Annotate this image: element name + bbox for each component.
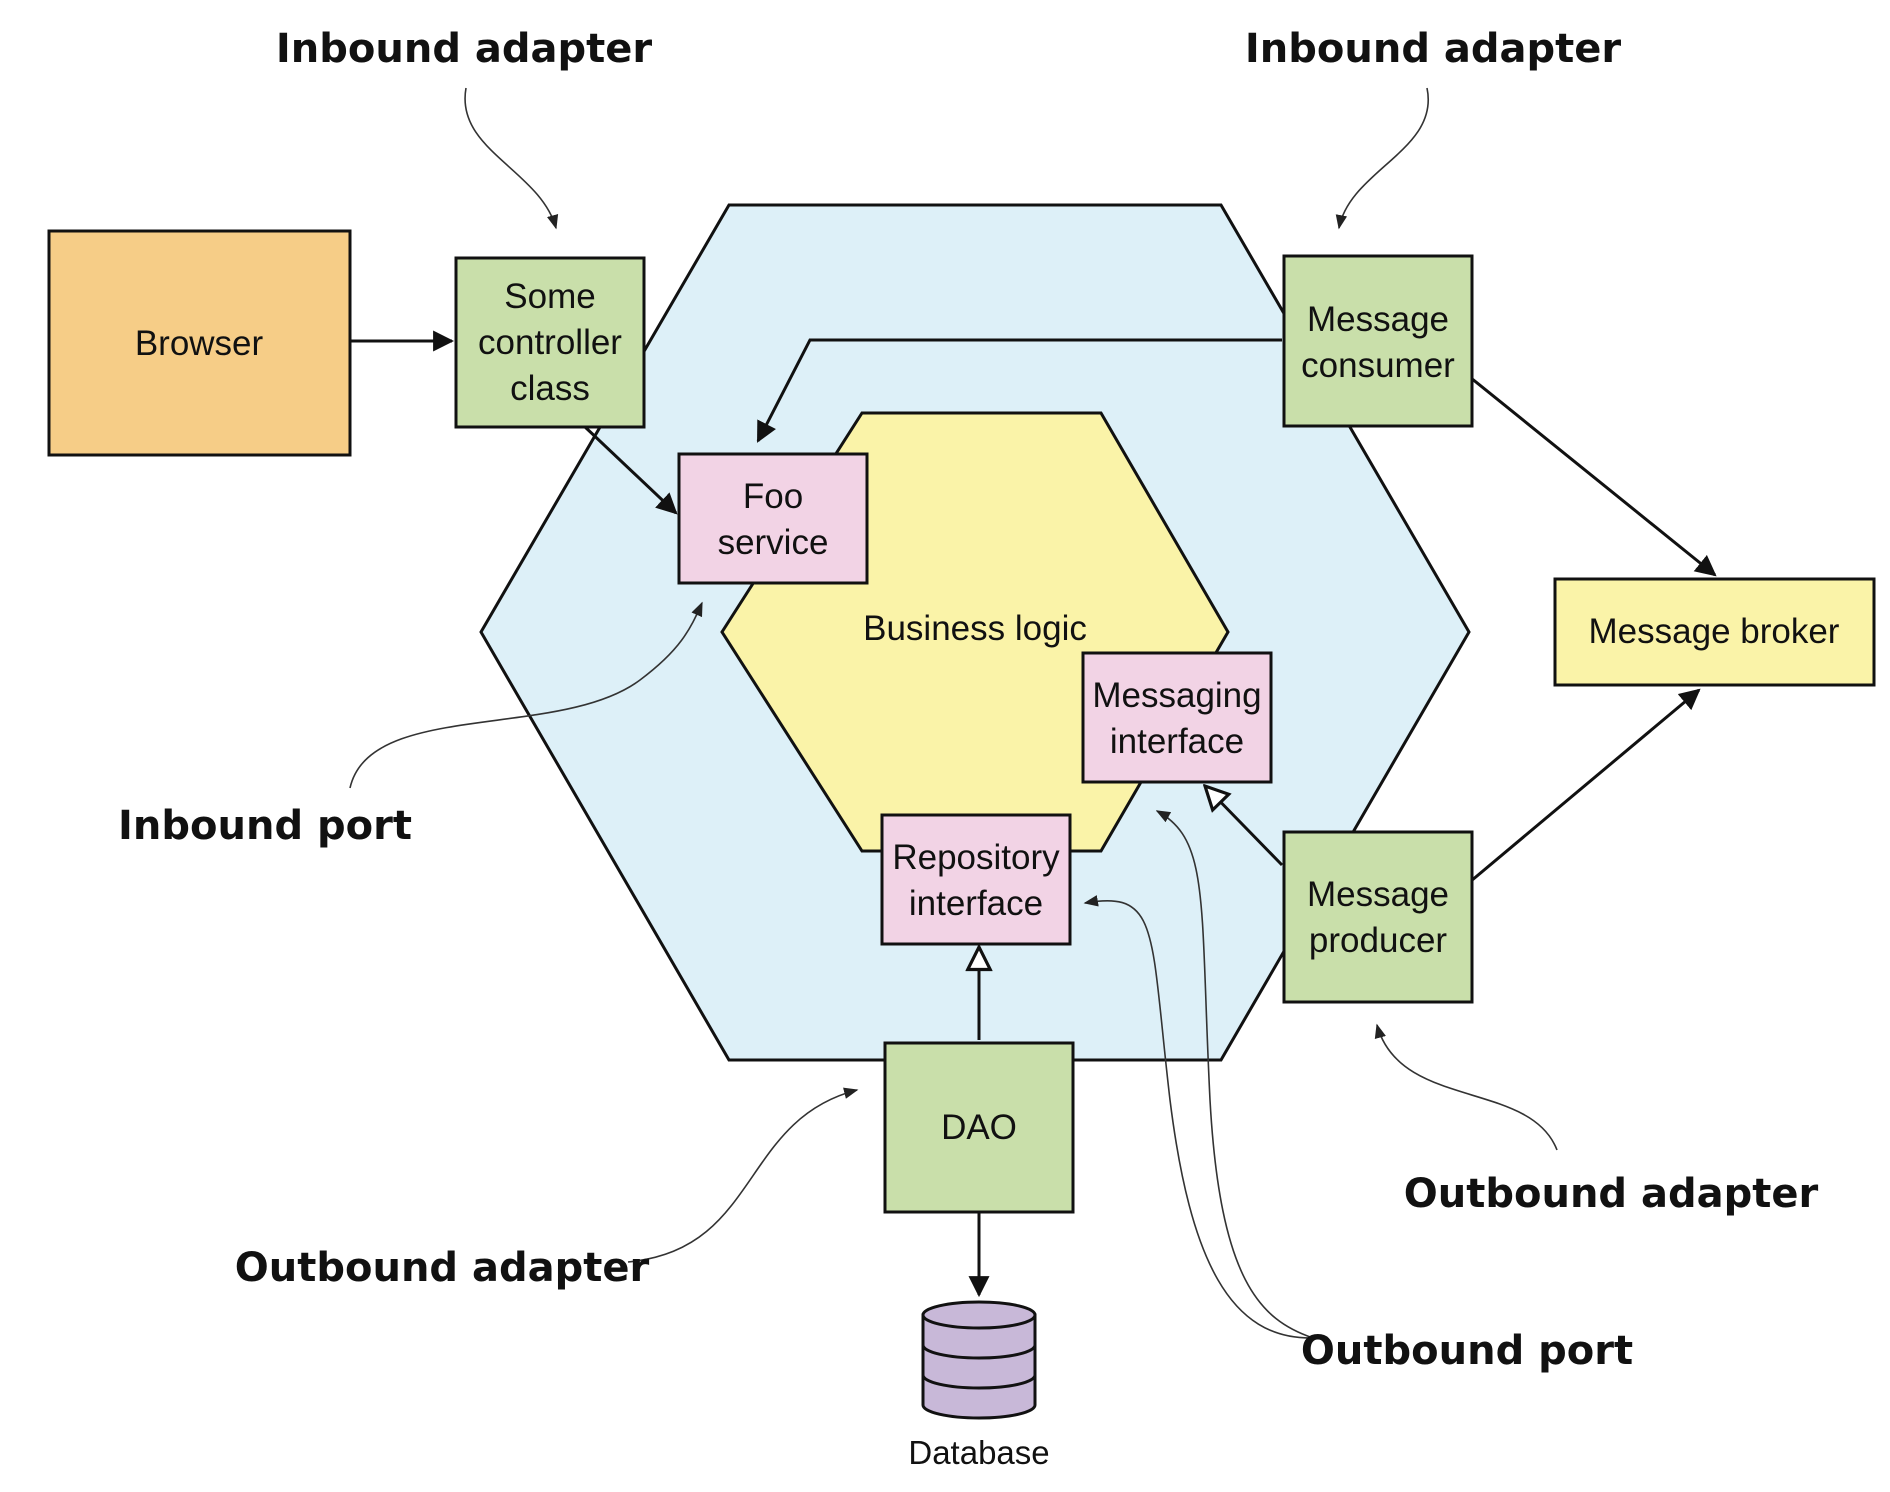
business-logic-label: Business logic — [863, 609, 1087, 648]
svg-text:producer: producer — [1309, 921, 1447, 960]
producer-to-broker-arrow — [1470, 688, 1701, 883]
svg-text:Some: Some — [504, 277, 595, 316]
svg-text:service: service — [718, 523, 829, 562]
inbound-adapter-right-pointer — [1335, 87, 1430, 230]
svg-text:controller: controller — [478, 323, 622, 362]
consumer-to-broker-arrow — [1470, 376, 1717, 577]
svg-text:Message: Message — [1307, 300, 1449, 339]
inbound-adapter-left-pointer — [464, 87, 559, 230]
svg-text:Foo: Foo — [743, 477, 803, 516]
foo-service-box: Foo service — [677, 452, 869, 585]
callout-outbound-adapter-left: Outbound adapter — [235, 1245, 650, 1291]
browser-box: Browser — [47, 229, 352, 457]
inbound-port-pointer — [349, 601, 703, 789]
outbound-adapter-left-pointer — [627, 1087, 859, 1263]
svg-text:consumer: consumer — [1301, 346, 1455, 385]
outbound-port-pointer-repository — [1083, 895, 1314, 1339]
svg-text:Message: Message — [1307, 875, 1449, 914]
outbound-port-pointer-messaging — [1155, 810, 1314, 1339]
repository-interface-box: Repository interface — [880, 813, 1072, 946]
callout-inbound-port: Inbound port — [118, 803, 412, 849]
message-consumer-box: Message consumer — [1282, 254, 1474, 428]
svg-text:Message broker: Message broker — [1589, 612, 1840, 651]
svg-text:interface: interface — [1110, 722, 1244, 761]
producer-implements-messaging-arrow — [1205, 786, 1284, 867]
svg-text:Repository: Repository — [892, 838, 1060, 877]
controller-box: Some controller class — [454, 256, 646, 429]
svg-text:Messaging: Messaging — [1092, 676, 1261, 715]
svg-text:Browser: Browser — [135, 324, 264, 363]
callout-inbound-adapter-left: Inbound adapter — [276, 26, 652, 72]
message-broker-box: Message broker — [1553, 577, 1876, 687]
svg-text:interface: interface — [909, 884, 1043, 923]
callout-inbound-adapter-right: Inbound adapter — [1245, 26, 1621, 72]
callout-outbound-port: Outbound port — [1301, 1328, 1633, 1374]
svg-text:DAO: DAO — [941, 1108, 1017, 1147]
outbound-adapter-right-pointer — [1374, 1023, 1558, 1151]
database-icon — [921, 1300, 1037, 1420]
message-producer-box: Message producer — [1282, 830, 1474, 1004]
messaging-interface-box: Messaging interface — [1081, 651, 1273, 784]
dao-box: DAO — [883, 1041, 1075, 1214]
consumer-to-foo-arrow — [756, 338, 1282, 443]
controller-to-foo-arrow — [582, 424, 678, 515]
callout-outbound-adapter-right: Outbound adapter — [1404, 1171, 1819, 1217]
svg-text:class: class — [510, 369, 590, 408]
database-label: Database — [908, 1434, 1049, 1471]
